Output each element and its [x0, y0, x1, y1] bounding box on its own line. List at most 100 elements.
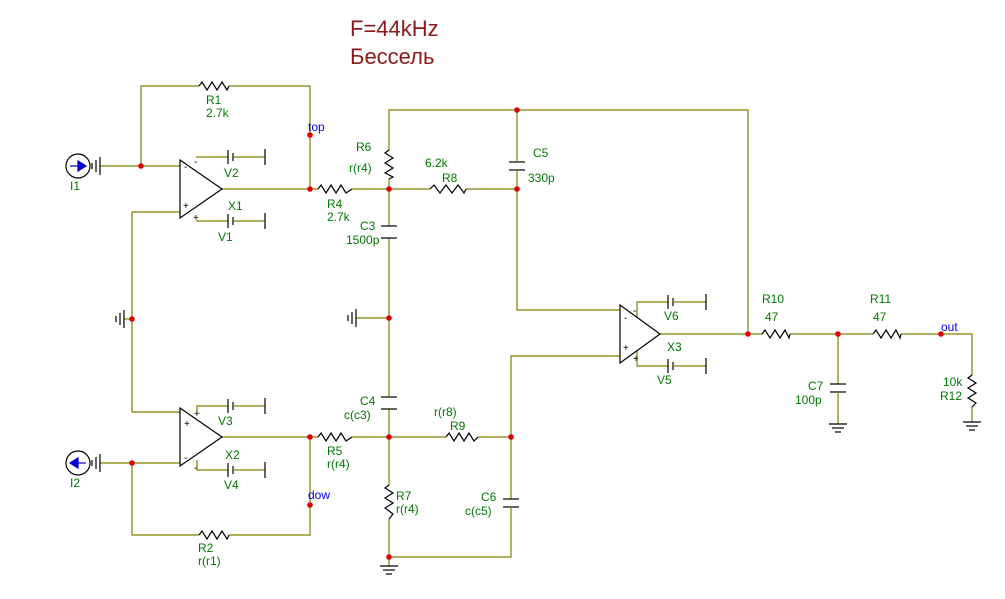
label-x3-ref: X3: [667, 340, 682, 354]
label-r12-value: 10k: [943, 375, 963, 389]
label-r11-ref: R11: [870, 292, 891, 306]
junction-dot: [138, 163, 144, 169]
junction-dot: [386, 434, 392, 440]
opamp-x1: - + - +: [179, 157, 224, 224]
junction-dot: [307, 186, 313, 192]
title-frequency: F=44kHz: [350, 16, 439, 41]
label-r1-value: 2.7k: [206, 106, 230, 120]
capacitor-c5: [509, 157, 525, 174]
pin-plus: +: [183, 201, 189, 212]
label-r1-ref: R1: [206, 93, 222, 107]
supply-v4: [227, 462, 266, 478]
capacitor-c4: [381, 396, 397, 410]
label-r2-ref: R2: [198, 541, 214, 555]
label-c3-value: 1500p: [346, 233, 380, 247]
junction-dot: [835, 331, 841, 337]
junction-dot: [386, 554, 392, 560]
junction-dot: [386, 315, 392, 321]
junction-dot: [129, 316, 135, 322]
pin-minus: -: [184, 162, 187, 173]
pin-plus: +: [184, 419, 190, 430]
net-label-out: out: [941, 320, 958, 334]
net-label-dow: dow: [308, 488, 330, 502]
resistor-r11: [872, 328, 902, 340]
label-v3-ref: V3: [218, 414, 233, 428]
label-c4-ref: C4: [360, 394, 376, 408]
label-r10-ref: R10: [762, 292, 784, 306]
ground-symbol: [963, 421, 981, 431]
pin-plus: +: [194, 409, 200, 420]
opamp-x3: - + - +: [619, 303, 662, 365]
resistor-r9: [445, 431, 479, 443]
resistor-r2: [198, 529, 230, 541]
ground-symbol: [91, 454, 101, 472]
label-r2-value: r(r1): [198, 554, 221, 568]
junction-dot: [745, 331, 751, 337]
supply-v3: [227, 398, 266, 414]
junction-dot: [307, 502, 313, 508]
label-r5-value: r(r4): [327, 457, 350, 471]
current-source-i2: [65, 450, 91, 476]
label-v5-ref: V5: [657, 373, 672, 387]
label-c7-value: 100p: [795, 393, 822, 407]
pin-minus: -: [194, 463, 197, 474]
pin-plus: +: [623, 343, 629, 354]
wires: [100, 85, 973, 566]
supply-v5: [667, 358, 707, 374]
supply-v6: [667, 294, 707, 310]
label-r7-value: r(r4): [396, 502, 419, 516]
current-source-i1: [65, 153, 91, 179]
opamp-x2: + - + -: [179, 406, 224, 474]
label-i2-ref: I2: [70, 476, 80, 490]
label-v6-ref: V6: [664, 309, 679, 323]
label-i1-ref: I1: [70, 179, 80, 193]
label-r5-ref: R5: [327, 444, 343, 458]
resistor-r6: [383, 149, 395, 180]
junction-dot: [129, 460, 135, 466]
label-r9-value: r(r8): [434, 405, 457, 419]
label-r11-value: 47: [873, 310, 887, 324]
capacitor-c6: [503, 498, 519, 511]
label-v1-ref: V1: [218, 230, 233, 244]
junction-dot: [508, 434, 514, 440]
label-c3-ref: C3: [360, 219, 376, 233]
label-r8-ref: R8: [442, 171, 458, 185]
net-label-top: top: [308, 120, 325, 134]
supply-v1: [227, 213, 266, 229]
label-c6-ref: C6: [481, 490, 497, 504]
label-c4-value: c(c3): [344, 408, 371, 422]
label-r9-ref: R9: [450, 419, 466, 433]
junction-dot: [514, 186, 520, 192]
label-r6-ref: R6: [356, 140, 372, 154]
label-r4-value: 2.7k: [327, 210, 351, 224]
junctions: [129, 107, 944, 560]
junction-dot: [386, 186, 392, 192]
resistor-r5: [317, 431, 353, 443]
title-filter-type: Бессель: [350, 44, 434, 69]
label-c7-ref: C7: [808, 379, 824, 393]
resistor-r1: [198, 80, 230, 92]
label-r8-value: 6.2k: [425, 156, 449, 170]
label-v2-ref: V2: [224, 166, 239, 180]
label-c5-value: 330p: [528, 171, 555, 185]
label-r12-ref: R12: [940, 389, 962, 403]
junction-dot: [307, 132, 313, 138]
ground-symbol: [380, 565, 398, 575]
label-c5-ref: C5: [533, 146, 549, 160]
ground-symbol: [829, 423, 847, 433]
resistor-r7: [383, 484, 395, 520]
ground-symbol: [115, 310, 125, 328]
label-c6-value: c(c5): [465, 504, 492, 518]
pin-minus: -: [194, 157, 197, 168]
pin-minus: -: [633, 306, 636, 317]
resistor-r8: [429, 184, 467, 195]
resistor-r10: [761, 328, 791, 340]
ground-symbol: [91, 157, 101, 175]
pin-minus: -: [624, 313, 627, 324]
label-x1-ref: X1: [228, 199, 243, 213]
label-x2-ref: X2: [225, 448, 240, 462]
capacitor-c7: [830, 383, 846, 396]
pin-minus: -: [184, 453, 187, 464]
junction-dot: [938, 331, 944, 337]
